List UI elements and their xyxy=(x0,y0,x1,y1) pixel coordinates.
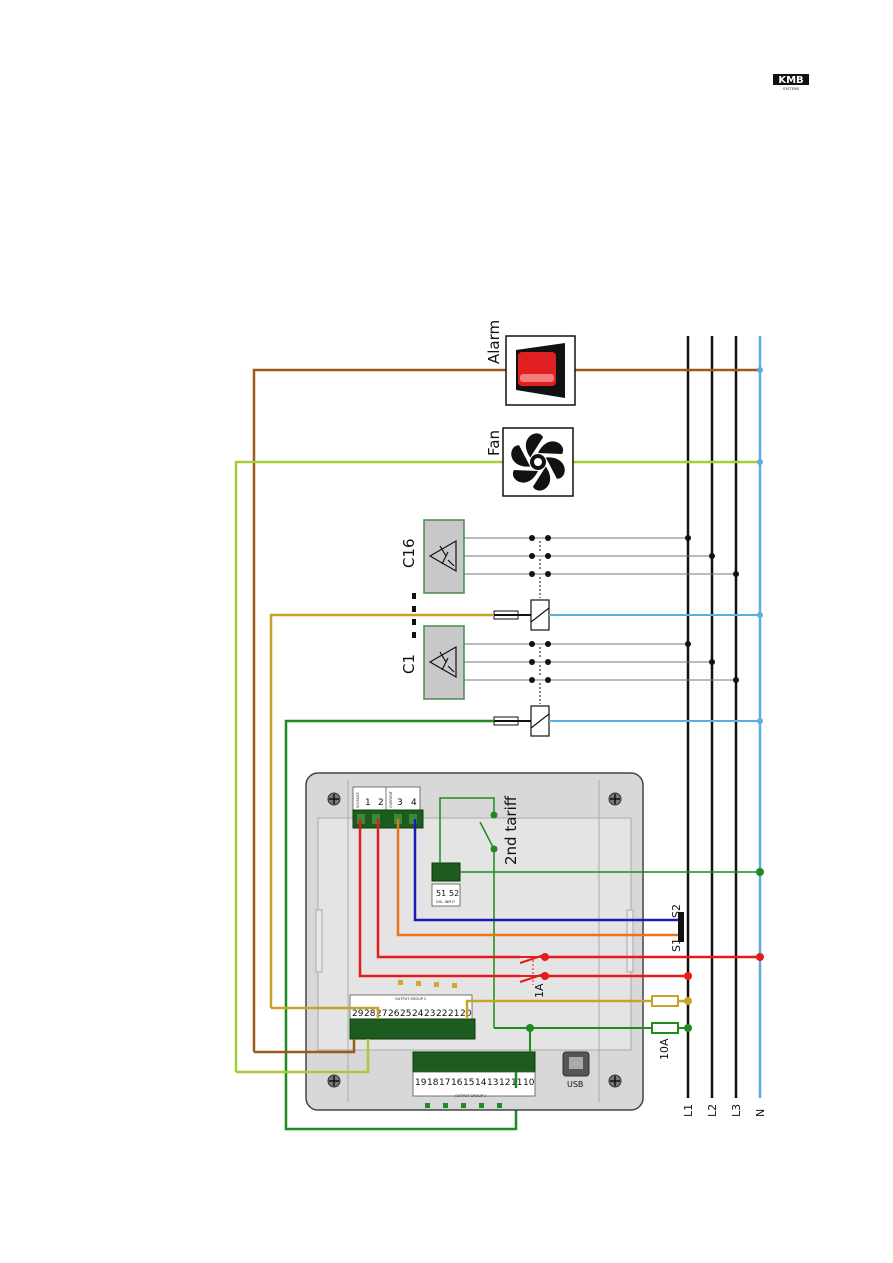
screw-icon xyxy=(327,792,341,806)
capacitor-ellipsis xyxy=(412,593,416,638)
input-caption: DIG. INPUT xyxy=(436,900,456,904)
measurement-terminal-block: VOLTAGE CURRENT 1 2 3 4 xyxy=(352,786,424,829)
alarm-label: Alarm xyxy=(485,320,503,364)
bus-bars xyxy=(686,336,762,1098)
output-group1-caption: OUTPUT GROUP 1 xyxy=(455,1094,486,1098)
screw-icon xyxy=(608,792,622,806)
terminal-label: 29 xyxy=(352,1009,364,1019)
bus-label-l3: L3 xyxy=(730,1104,743,1117)
capacitor-label-c1: C1 xyxy=(400,654,418,674)
fan-label: Fan xyxy=(485,430,503,456)
tariff-label: 2nd tariff xyxy=(502,795,520,865)
terminal-label: 12 xyxy=(499,1078,510,1088)
ct-s2-label: S2 xyxy=(670,904,683,918)
measurement-wiring: 1A S2 S1 xyxy=(358,819,764,998)
terminal-label: 16 xyxy=(451,1078,463,1088)
terminal-label: 22 xyxy=(436,1009,447,1019)
terminal-2: 2 xyxy=(378,798,384,808)
status-leds xyxy=(425,1103,502,1108)
bus-label-l2: L2 xyxy=(706,1104,719,1117)
contactor-contacts xyxy=(529,535,551,598)
terminal-1: 1 xyxy=(365,798,371,808)
screw-icon xyxy=(327,1074,341,1088)
fuse-10a-label: 10A xyxy=(658,1038,671,1060)
capacitor-delta-icon xyxy=(428,645,457,679)
logo-subtext: SYSTEMS xyxy=(783,87,800,91)
capacitor-label-c16: C16 xyxy=(400,538,418,568)
bus-label-n: N xyxy=(754,1109,767,1117)
terminal-label: 14 xyxy=(475,1078,487,1088)
output-group-1-block: 19181716151413121110 OUTPUT GROUP 1 10A xyxy=(412,1022,692,1108)
bus-labels: L1 L2 L3 N xyxy=(682,1104,767,1117)
terminal-3: 3 xyxy=(397,798,403,808)
output-group2-caption: OUTPUT GROUP 2 xyxy=(395,997,426,1001)
siren-icon xyxy=(516,343,565,398)
terminal-label: 18 xyxy=(427,1078,439,1088)
terminal-label: 17 xyxy=(439,1078,450,1088)
terminal-4: 4 xyxy=(411,798,417,808)
capacitor-c1: C1 xyxy=(284,625,763,1131)
terminal-label: 13 xyxy=(487,1078,498,1088)
terminal-label: 27 xyxy=(376,1009,387,1019)
current-caption: CURRENT xyxy=(389,790,393,808)
terminal-label: 28 xyxy=(364,1009,376,1019)
input-terminal-51: 51 xyxy=(436,889,446,898)
logo-text: KMB xyxy=(778,75,803,86)
bus-label-l1: L1 xyxy=(682,1104,695,1117)
alarm-load: Alarm xyxy=(252,320,763,1052)
kmb-logo: KMB SYSTEMS xyxy=(773,74,809,91)
terminal-label: 10 xyxy=(523,1078,535,1088)
screw-icon xyxy=(608,1074,622,1088)
terminal-label: 21 xyxy=(448,1009,459,1019)
terminal-label: 15 xyxy=(463,1078,474,1088)
terminal-label: 24 xyxy=(412,1009,424,1019)
usb-label: USB xyxy=(567,1080,583,1089)
terminal-label: 23 xyxy=(424,1009,435,1019)
digital-input-block: 51 52 DIG. INPUT 2nd tariff xyxy=(431,795,764,1028)
status-leds xyxy=(398,980,457,988)
input-terminal-52: 52 xyxy=(449,889,459,898)
terminal-label: 26 xyxy=(388,1009,400,1019)
capacitor-c16: C16 xyxy=(269,519,763,1008)
fan-load: Fan xyxy=(234,427,763,1072)
capacitor-delta-icon xyxy=(428,539,457,573)
usb-port[interactable]: USB xyxy=(562,1051,590,1089)
voltage-caption: VOLTAGE xyxy=(356,792,360,808)
terminal-label: 25 xyxy=(400,1009,411,1019)
fan-icon xyxy=(511,433,565,491)
fuse-1a-label: 1A xyxy=(533,983,546,998)
contactor-contacts xyxy=(529,641,551,704)
ct-s1-label: S1 xyxy=(670,938,683,952)
terminal-label: 19 xyxy=(415,1078,427,1088)
